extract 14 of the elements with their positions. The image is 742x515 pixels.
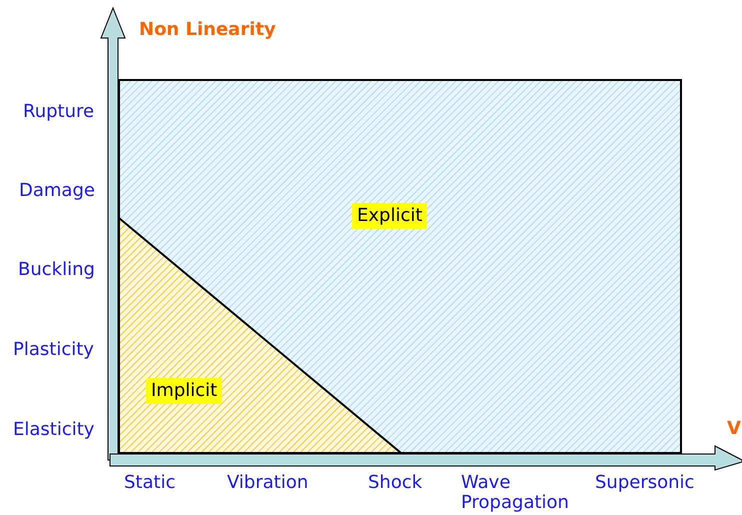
tick-label: Vibration <box>227 473 308 493</box>
tick-label: Supersonic <box>595 473 694 493</box>
tick-label: Plasticity <box>13 340 94 360</box>
tick-label: Shock <box>368 473 422 493</box>
axis-title: Non Linearity <box>139 20 276 40</box>
tick-label: Static <box>124 473 176 493</box>
axis-title: V <box>727 419 741 439</box>
region-label: Implicit <box>146 378 222 404</box>
tick-label: Rupture <box>23 102 94 122</box>
tick-label: Elasticity <box>13 420 94 440</box>
tick-label: Wave Propagation <box>461 473 570 513</box>
region-label: Explicit <box>352 203 428 229</box>
tick-label: Damage <box>19 181 95 201</box>
tick-label: Buckling <box>18 260 95 280</box>
